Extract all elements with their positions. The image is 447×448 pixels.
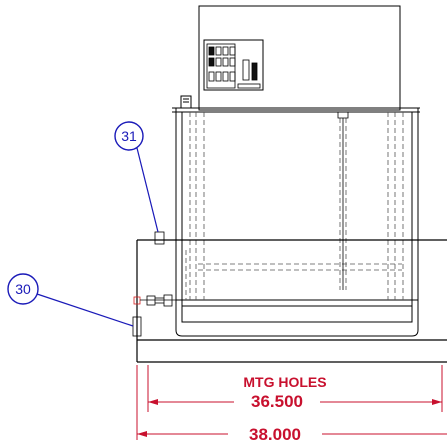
tank-body	[172, 95, 420, 337]
switch-grid	[206, 43, 261, 89]
fitting-30	[132, 316, 142, 337]
overall-value: 38.000	[249, 425, 301, 443]
callout-31: 31	[114, 121, 159, 233]
valve-fitting	[132, 231, 176, 337]
center-support	[337, 112, 349, 290]
callout-30-leader	[36, 293, 134, 327]
callout-30: 30	[7, 273, 134, 327]
fitting-31	[154, 231, 165, 245]
control-panel	[203, 39, 264, 91]
control-box	[198, 5, 401, 111]
base-outline	[136, 239, 447, 363]
lid-hinge	[180, 95, 192, 109]
mtg-holes-value: 36.500	[251, 392, 303, 411]
drain-valve-red	[133, 296, 141, 305]
dimension-overall	[136, 365, 447, 440]
callout-31-label: 31	[121, 128, 137, 144]
callout-30-label: 30	[15, 281, 31, 297]
dimension-mtg-holes	[147, 365, 443, 412]
mtg-holes-label: MTG HOLES	[243, 374, 326, 390]
hidden-lines	[185, 112, 404, 300]
callout-31-leader	[136, 147, 159, 233]
